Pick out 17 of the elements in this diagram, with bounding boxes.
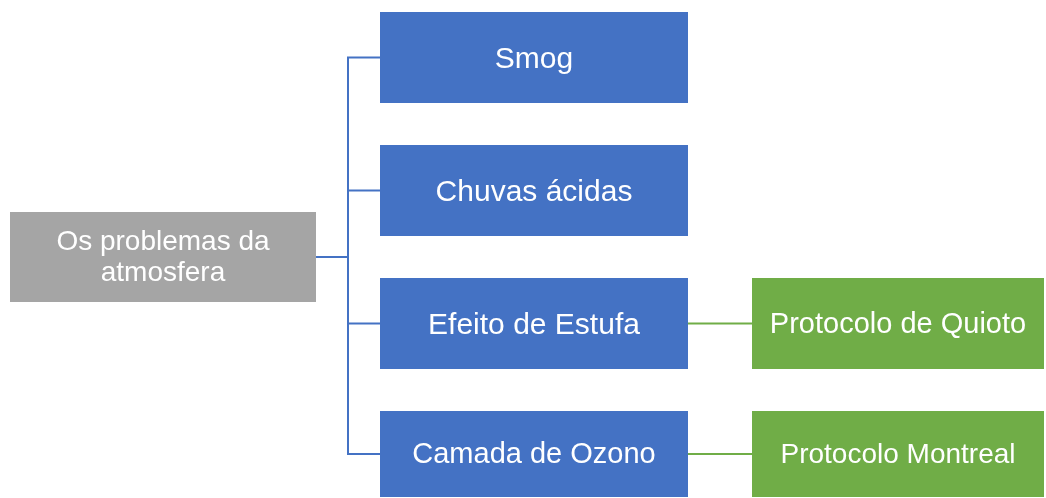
node-label: Protocolo de Quioto [769,307,1027,340]
connector-line [687,322,753,325]
node-label: Os problemas da atmosfera [55,226,271,288]
agreement-box [752,278,1044,369]
node-label: Camada de Ozono [412,438,656,470]
node-label: Protocolo Montreal [780,438,1016,470]
topic-box [380,411,688,497]
root-box [10,212,316,302]
node-label: Chuvas ácidas [435,174,633,207]
topic-box [380,145,688,236]
node-label: Efeito de Estufa [428,307,640,340]
node-label: Smog [494,41,574,74]
topic-box [380,278,688,369]
agreement-box [752,411,1044,497]
connector-line [315,256,381,455]
connector-line [687,453,753,455]
topic-box [380,12,688,103]
